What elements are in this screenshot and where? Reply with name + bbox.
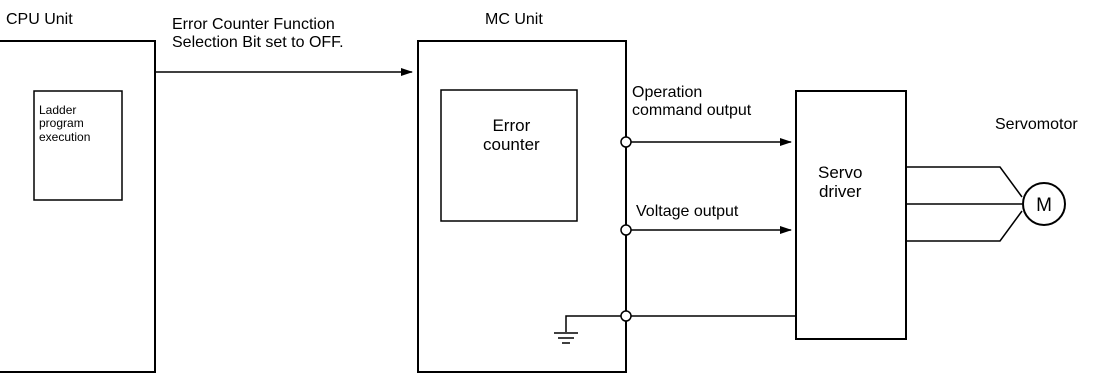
servomotor-label: Servomotor xyxy=(995,116,1078,133)
operation-command-output-label: Operation command output xyxy=(632,84,752,119)
mc-unit-label: MC Unit xyxy=(485,11,543,28)
servo-driver-box xyxy=(795,90,907,340)
voltage-output-terminal xyxy=(620,224,632,236)
cpu-unit-box xyxy=(0,40,156,373)
ground-terminal xyxy=(620,310,632,322)
cpu-unit-label: CPU Unit xyxy=(6,11,73,28)
mc-unit-box xyxy=(417,40,627,373)
bit-off-label: Error Counter Function Selection Bit set… xyxy=(172,16,344,51)
error-counter-box xyxy=(440,89,578,222)
voltage-output-label: Voltage output xyxy=(636,203,739,220)
ground-symbol xyxy=(554,315,621,344)
servo-driver-label: Servo driver xyxy=(818,163,863,202)
operation-output-terminal xyxy=(620,136,632,148)
motor-wires xyxy=(906,166,1023,242)
ladder-program-label: Ladder program execution xyxy=(39,103,91,144)
ladder-program-box xyxy=(33,90,123,201)
error-counter-label: Error counter xyxy=(483,116,540,155)
servomotor-symbol xyxy=(1022,182,1066,226)
motor-symbol-letter: M xyxy=(1036,195,1052,216)
